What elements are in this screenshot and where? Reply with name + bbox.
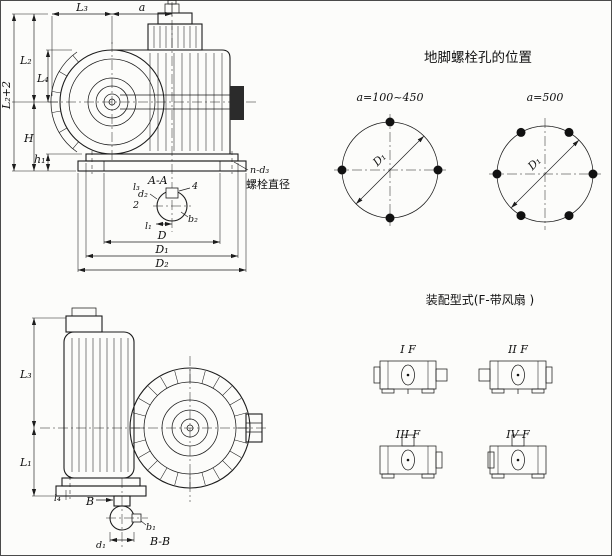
- dim-a-label: a: [139, 1, 146, 14]
- bolt-pattern-a500-label: a=500: [527, 91, 564, 104]
- dim-L4-label: L₄: [36, 72, 49, 85]
- dim-side-L3-label: L₃: [19, 368, 32, 381]
- assembly-icon-4: [487, 434, 547, 479]
- front-view-housing: [112, 49, 244, 155]
- detail-l3-label: l₃: [133, 182, 140, 193]
- assembly-type-2-label: II F: [507, 343, 528, 356]
- dim-side-L1-label: L₁: [19, 456, 32, 469]
- front-view-housing-fins: [149, 53, 223, 151]
- bolt-layout-title: 地脚螺栓孔的位置: [424, 50, 532, 66]
- dim-B-label: B: [85, 495, 94, 508]
- assembly-title: 装配型式(F-带风扇 ): [426, 292, 534, 307]
- front-view-shaft-section-detail: [149, 187, 191, 227]
- detail-d2-label: d₂: [138, 189, 148, 200]
- detail-2-label: 2: [132, 200, 139, 211]
- bolt-diameter-note: 螺栓直径: [246, 177, 290, 191]
- front-view-dimensions: [11, 4, 249, 273]
- dim-D-label: D: [157, 229, 167, 242]
- bolt-pattern-a500: a=500 D₁: [489, 91, 601, 230]
- dim-b1-label: b₁: [146, 522, 156, 533]
- dim-l4-label: l₄: [54, 493, 61, 504]
- dim-L3-label: L₃: [75, 1, 88, 14]
- side-view-shaft-section-detail: [96, 495, 148, 543]
- front-view-base: [77, 151, 247, 174]
- side-view-centerlines: [40, 356, 268, 548]
- side-view-base: [55, 476, 147, 499]
- detail-l1-label: l₁: [145, 221, 152, 232]
- side-view-dimensions: [31, 317, 67, 500]
- assembly-type-1-label: I F: [399, 343, 416, 356]
- assembly-icon-1: [373, 360, 448, 394]
- bolt-pattern-a100-450-diameter-label: D₁: [370, 150, 389, 169]
- assembly-types: 装配型式(F-带风扇 ) I F II F III: [373, 292, 553, 479]
- dim-L2plus2-label: L₂+2: [0, 81, 13, 110]
- bolt-dots-a100-450: [337, 117, 443, 223]
- bolt-pattern-a500-diameter-label: D₁: [525, 154, 544, 173]
- dim-D2-label: D₂: [154, 257, 168, 270]
- side-terminal-block: [245, 413, 263, 443]
- terminal-block: [230, 86, 244, 120]
- detail-4-label: 4: [191, 181, 198, 192]
- side-view: L₃ L₁ l₄ B d₁ b₁ B-B: [19, 307, 268, 551]
- motor-fins: [71, 338, 129, 472]
- bolt-pattern-a100-450: a=100~450 D₁: [334, 91, 446, 226]
- front-view-top-cap: [147, 0, 203, 51]
- bolt-hole-layout: 地脚螺栓孔的位置 a=100~450 D₁ a=500 D₁: [334, 50, 601, 230]
- section-b-b-label: B-B: [149, 535, 170, 548]
- side-view-motor: [63, 307, 135, 479]
- assembly-type-3-label: III F: [395, 428, 421, 441]
- bolt-pattern-a100-450-label: a=100~450: [357, 91, 424, 104]
- dim-h1-label: h₁: [34, 153, 46, 166]
- dim-H-label: H: [23, 132, 34, 145]
- dim-L2-label: L₂: [19, 54, 32, 67]
- front-view-centerlines: [48, 2, 258, 232]
- keyway: [165, 187, 179, 199]
- dim-d1-label: d₁: [96, 540, 106, 551]
- bolt-count-note: n-d₃: [250, 165, 269, 176]
- front-view: L₃ a L₂+2 L₂ L₄ H h₁ A-A n-d₃ 螺栓直径 d₂ 4 …: [0, 0, 290, 273]
- section-a-a-label: A-A: [147, 174, 168, 187]
- assembly-type-4-label: IV F: [505, 428, 530, 441]
- dim-D1-label: D₁: [154, 243, 168, 256]
- detail-b2-label: b₂: [188, 214, 198, 225]
- assembly-icon-2: [478, 360, 553, 394]
- assembly-icon-3: [379, 434, 443, 479]
- bolt-dots-a500: [492, 127, 598, 221]
- side-view-fan-housing: [129, 367, 263, 489]
